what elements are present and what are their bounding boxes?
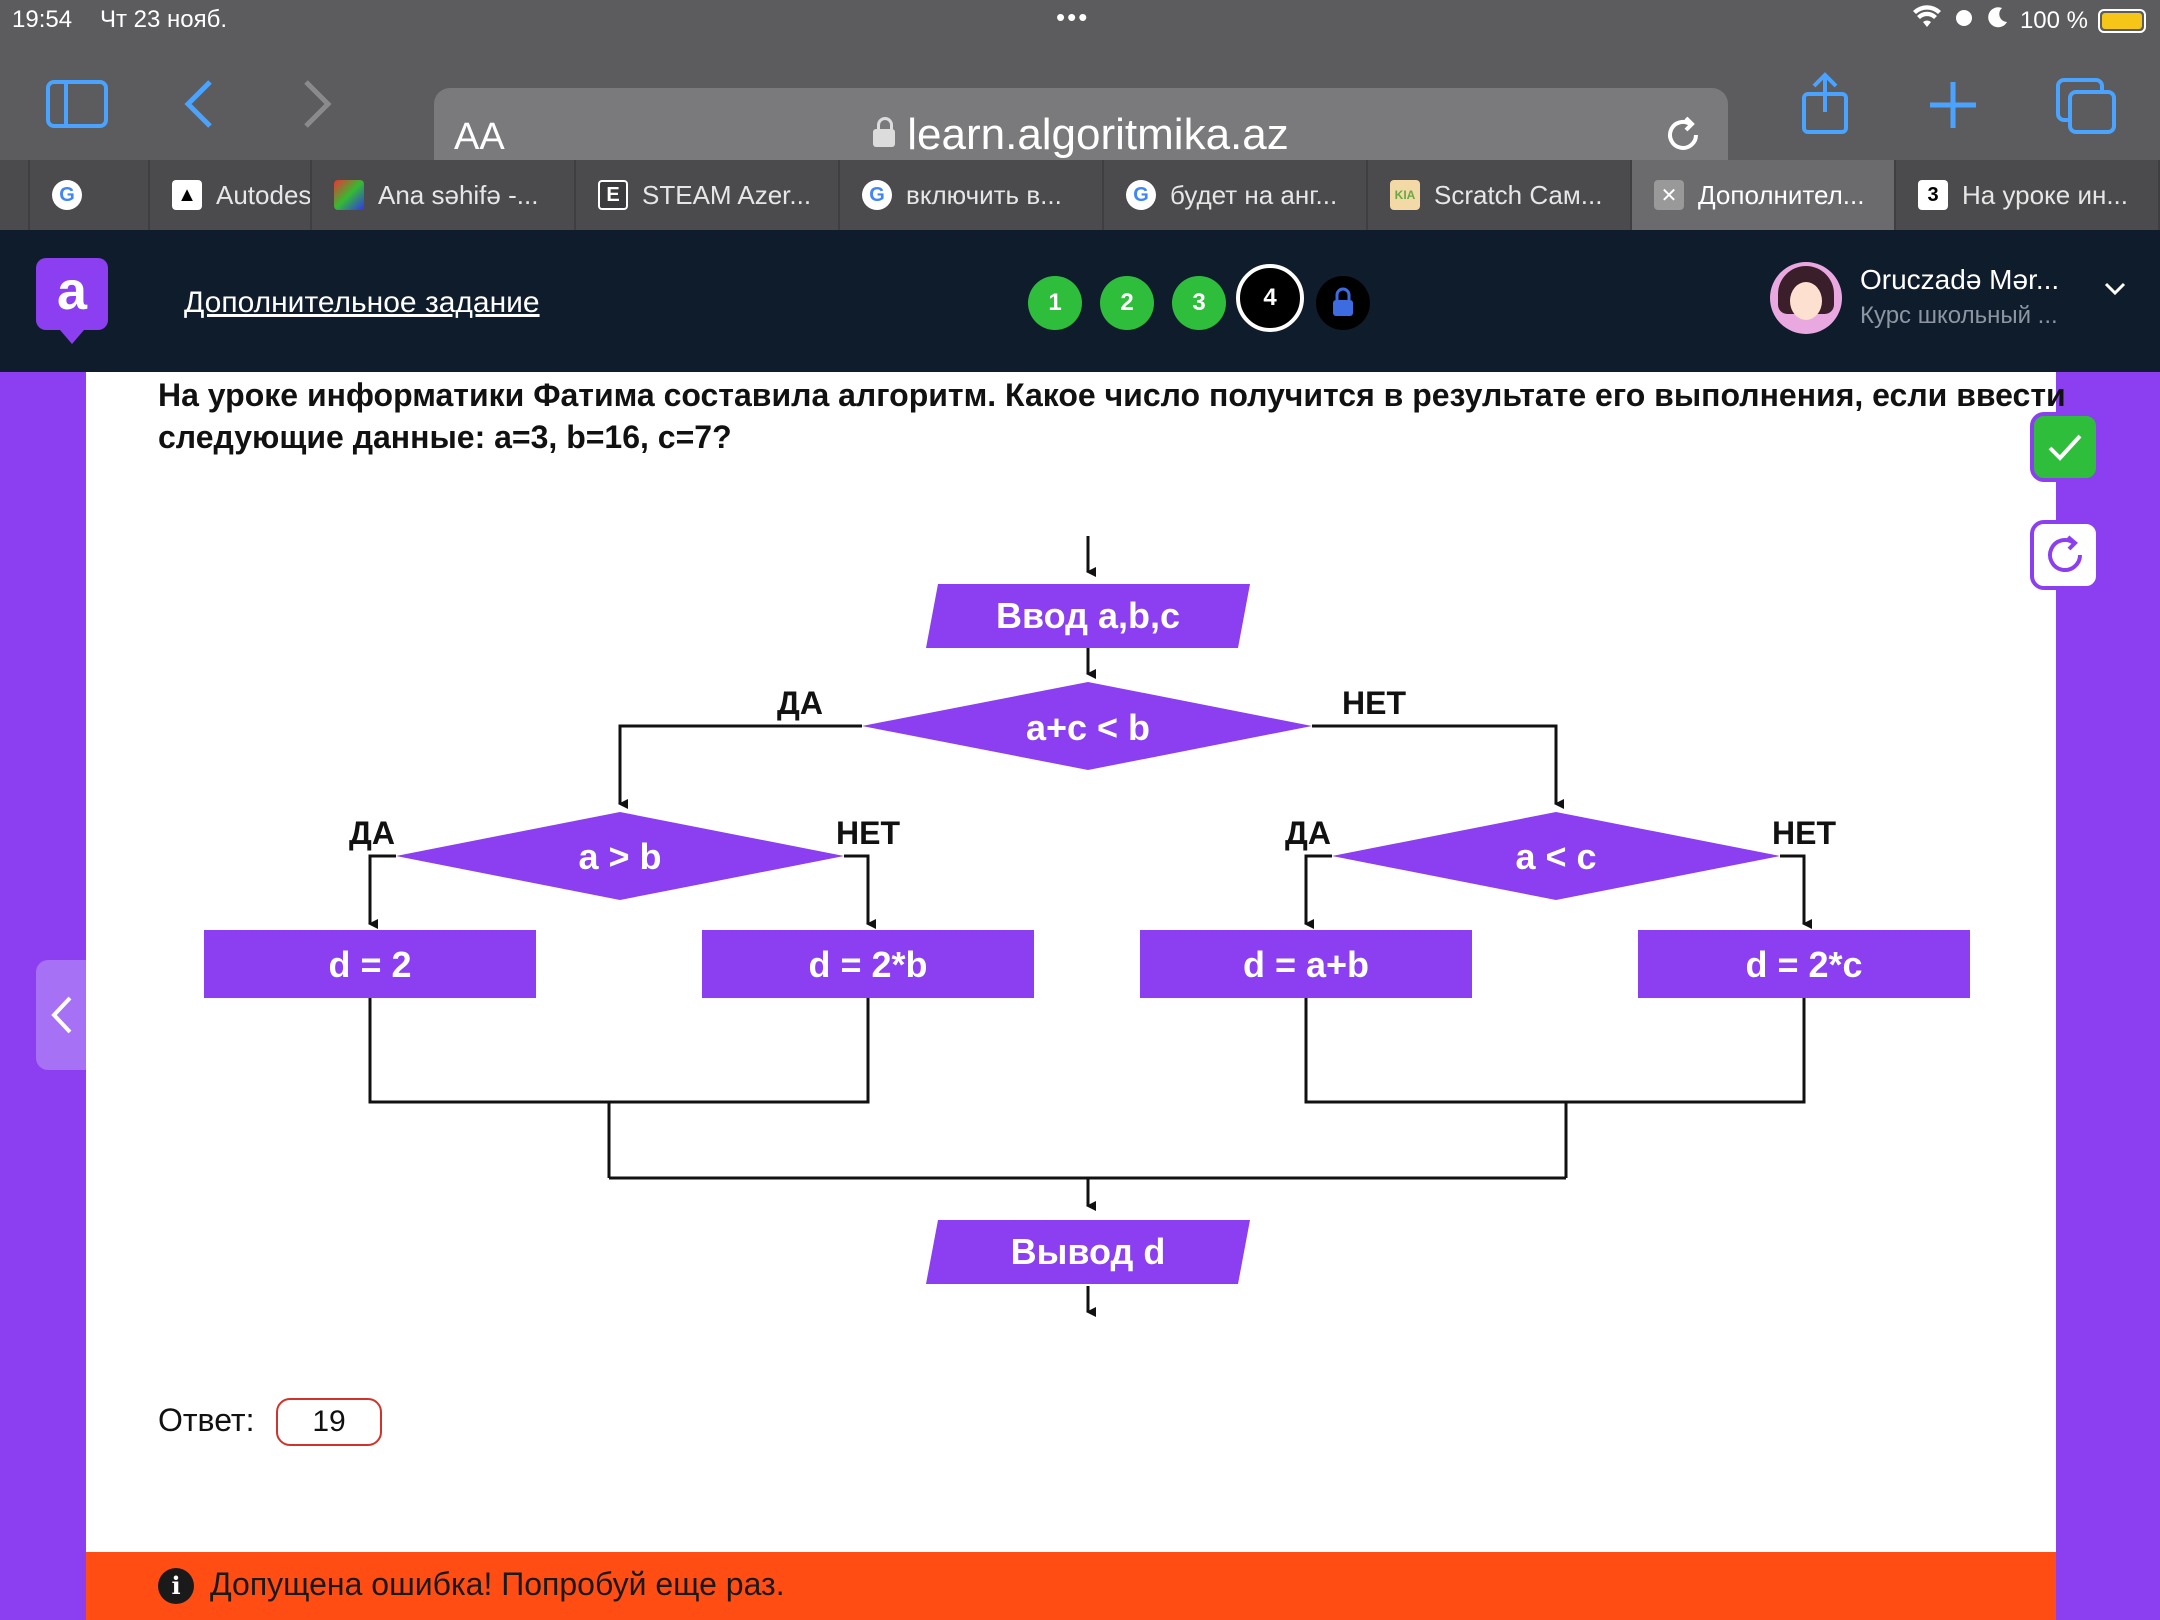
autodesk-icon: ▲ xyxy=(172,180,202,210)
step-2[interactable]: 2 xyxy=(1100,276,1154,330)
url-value: learn.algoritmika.az xyxy=(907,110,1289,159)
step-1[interactable]: 1 xyxy=(1028,276,1082,330)
alarm-icon xyxy=(1952,5,1976,36)
moon-icon xyxy=(1986,5,2010,36)
colorful-site-icon xyxy=(334,180,364,210)
left-yes-label: ДА xyxy=(349,815,395,851)
reload-icon[interactable] xyxy=(1660,112,1706,163)
main-no-label: НЕТ xyxy=(1342,685,1406,721)
tab-2[interactable]: Ana səhifə -... xyxy=(312,160,576,230)
question-text: На уроке информатики Фатима составила ал… xyxy=(158,377,2066,455)
check-answer-button[interactable] xyxy=(2030,412,2100,482)
google-icon: G xyxy=(52,180,82,210)
flowchart: Ввод a,b,c a+c < b ДА НЕТ a > b ДА НЕТ a… xyxy=(204,536,1970,1317)
input-block xyxy=(926,584,1250,648)
process-box-1 xyxy=(204,930,536,998)
tab-7-active[interactable]: ✕Дополнител... xyxy=(1632,160,1896,230)
chevron-down-icon[interactable] xyxy=(2100,274,2130,312)
reset-button[interactable] xyxy=(2030,520,2100,590)
process-box-3 xyxy=(1140,930,1472,998)
condition-left-label: a > b xyxy=(578,836,661,877)
process-box-2 xyxy=(702,930,1034,998)
task-title-link[interactable]: Дополнительное задание xyxy=(184,286,540,319)
error-message: Допущена ошибка! Попробуй еще раз. xyxy=(210,1566,785,1602)
task-card: На уроке информатики Фатима составила ал… xyxy=(86,372,2066,1620)
output-label: Вывод d xyxy=(1011,1231,1166,1272)
battery-percent: 100 % xyxy=(2019,6,2088,34)
condition-right xyxy=(1332,812,1780,900)
tabs-overview-icon[interactable] xyxy=(2050,70,2120,140)
tab-1[interactable]: ▲Autodesk xyxy=(150,160,312,230)
process-box-2-label: d = 2*b xyxy=(808,944,927,985)
right-no-label: НЕТ xyxy=(1772,815,1836,851)
answer-label: Ответ: xyxy=(158,1402,255,1438)
browser-toolbar: AA learn.algoritmika.az xyxy=(0,40,2160,184)
status-time: 19:54 xyxy=(12,6,73,33)
multitask-dots-icon[interactable]: ••• xyxy=(1056,2,1090,32)
condition-left xyxy=(396,812,844,900)
status-date: Чт 23 нояб. xyxy=(100,6,228,33)
previous-arrow-button[interactable] xyxy=(36,960,86,1070)
three-icon: 3 xyxy=(1918,180,1948,210)
process-box-1-label: d = 2 xyxy=(328,944,411,985)
e-icon: E xyxy=(598,180,628,210)
refresh-icon xyxy=(2048,535,2082,572)
back-icon[interactable] xyxy=(166,70,236,140)
output-block xyxy=(926,1220,1250,1284)
app-header: a Дополнительное задание 1 2 3 4 Oruczad… xyxy=(0,230,2160,372)
avatar xyxy=(1770,262,1842,334)
google-icon: G xyxy=(1126,180,1156,210)
left-no-label: НЕТ xyxy=(836,815,900,851)
user-name: Oruczadə Mər... xyxy=(1860,264,2060,295)
condition-right-label: a < c xyxy=(1515,836,1596,877)
step-3[interactable]: 3 xyxy=(1172,276,1226,330)
url-text: learn.algoritmika.az xyxy=(434,110,1728,160)
google-icon: G xyxy=(862,180,892,210)
reader-settings-button[interactable]: AA xyxy=(454,116,505,158)
scratch-icon: KIA xyxy=(1390,180,1420,210)
tab-0[interactable]: G xyxy=(30,160,150,230)
checkmark-icon xyxy=(2048,434,2082,461)
share-icon[interactable] xyxy=(1790,70,1860,140)
right-yes-label: ДА xyxy=(1285,815,1331,851)
battery-icon xyxy=(2098,8,2146,33)
step-4-current[interactable]: 4 xyxy=(1236,264,1304,332)
new-tab-icon[interactable] xyxy=(1918,70,1988,140)
forward-icon[interactable] xyxy=(280,70,350,140)
process-box-4-label: d = 2*c xyxy=(1745,944,1862,985)
user-course: Курс школьный ... xyxy=(1860,302,2058,329)
answer-input[interactable] xyxy=(276,1398,382,1446)
condition-main xyxy=(862,682,1312,770)
info-icon: i xyxy=(158,1568,194,1604)
process-box-4 xyxy=(1638,930,1970,998)
status-right: 100 % xyxy=(1912,5,2146,36)
input-label: Ввод a,b,c xyxy=(996,595,1180,636)
sidebar-icon[interactable] xyxy=(42,70,112,140)
condition-main-label: a+c < b xyxy=(1026,707,1150,748)
error-banner: i Допущена ошибка! Попробуй еще раз. xyxy=(86,1552,2056,1620)
lock-icon xyxy=(1333,287,1353,316)
step-locked[interactable] xyxy=(1316,276,1370,330)
wifi-icon xyxy=(1912,5,1942,36)
close-tab-icon[interactable]: ✕ xyxy=(1654,180,1684,210)
tab-partial[interactable] xyxy=(0,160,30,230)
ios-status-bar: 19:54 Чт 23 нояб. ••• 100 % xyxy=(0,0,2160,40)
main-yes-label: ДА xyxy=(777,685,823,721)
process-box-3-label: d = a+b xyxy=(1243,944,1369,985)
lock-icon xyxy=(873,117,896,147)
algoritmika-logo[interactable]: a xyxy=(36,258,108,344)
